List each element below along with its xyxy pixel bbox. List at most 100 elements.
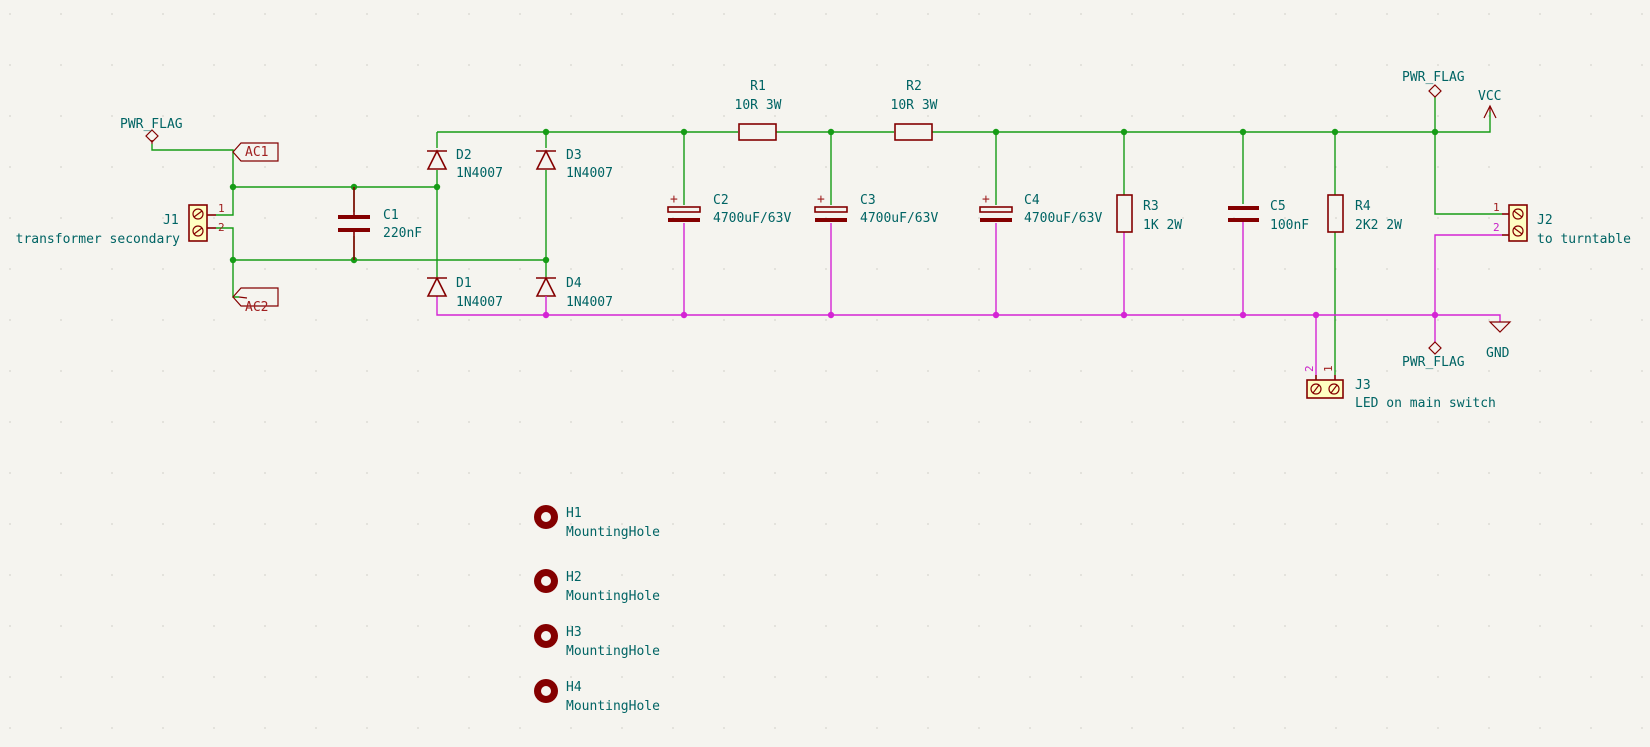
grid-dot xyxy=(1029,64,1031,66)
grid-dot xyxy=(927,421,929,423)
grid-dot xyxy=(9,64,11,66)
grid-dot xyxy=(417,217,419,219)
grid-dot xyxy=(1029,166,1031,168)
grid-dot xyxy=(264,472,266,474)
grid-dot xyxy=(1386,472,1388,474)
grid-dot xyxy=(9,625,11,627)
grid-dot xyxy=(417,268,419,270)
grid-dot xyxy=(825,727,827,729)
grid-dot xyxy=(60,370,62,372)
grid-dot xyxy=(1437,319,1439,321)
grid-dot xyxy=(621,13,623,15)
grid-dot xyxy=(1641,217,1643,219)
grid-dot xyxy=(315,574,317,576)
grid-dot xyxy=(468,676,470,678)
grid-dot xyxy=(1641,115,1643,117)
grid-dot xyxy=(1590,727,1592,729)
grid-dot xyxy=(825,625,827,627)
grid-dot xyxy=(1233,523,1235,525)
grid-dot xyxy=(621,523,623,525)
grid-dot xyxy=(468,217,470,219)
grid-dot xyxy=(1029,370,1031,372)
grid-dot xyxy=(1539,574,1541,576)
resistor-r4: R4 2K2 2W xyxy=(1327,194,1402,233)
grid-dot xyxy=(1437,574,1439,576)
grid-dot xyxy=(1233,625,1235,627)
grid-dot xyxy=(1080,421,1082,423)
grid-dot xyxy=(1437,13,1439,15)
net-label-ac1: AC1 xyxy=(232,142,279,162)
grid-dot xyxy=(1335,217,1337,219)
grid-dot xyxy=(621,166,623,168)
grid-dot xyxy=(366,13,368,15)
j2-value: to turntable xyxy=(1537,232,1631,247)
grid-dot xyxy=(1284,319,1286,321)
pwr-flag-ac-text: PWR_FLAG xyxy=(120,117,183,132)
ground-wires xyxy=(436,222,1502,375)
grid-dot xyxy=(264,523,266,525)
grid-dot xyxy=(1437,676,1439,678)
pwr-flag-ac: PWR_FLAG xyxy=(120,117,183,144)
grid-dot xyxy=(1284,13,1286,15)
grid-dot xyxy=(1029,217,1031,219)
grid-dot xyxy=(1182,268,1184,270)
grid-dot xyxy=(1080,370,1082,372)
grid-dot xyxy=(1080,319,1082,321)
grid-dot xyxy=(1182,115,1184,117)
grid-dot xyxy=(1437,370,1439,372)
grid-dot xyxy=(723,13,725,15)
grid-dot xyxy=(876,370,878,372)
grid-dot xyxy=(519,64,521,66)
grid-dot xyxy=(927,574,929,576)
grid-dot xyxy=(978,421,980,423)
grid-dot xyxy=(60,574,62,576)
grid-dot xyxy=(1080,115,1082,117)
grid-dot xyxy=(417,421,419,423)
grid-dot xyxy=(1641,472,1643,474)
grid-dot xyxy=(1284,217,1286,219)
diode-d2: D2 1N4007 xyxy=(426,148,503,181)
grid-dot xyxy=(570,217,572,219)
grid-dot xyxy=(9,115,11,117)
grid-dot xyxy=(876,421,878,423)
grid-dot xyxy=(1131,421,1133,423)
grid-dot xyxy=(723,217,725,219)
grid-dot xyxy=(1539,421,1541,423)
c1-value: 220nF xyxy=(383,226,422,241)
grid-dot xyxy=(1182,64,1184,66)
grid-dot xyxy=(468,64,470,66)
h4-ref: H4 xyxy=(566,680,582,695)
grid-dot xyxy=(774,727,776,729)
grid-dot xyxy=(1284,166,1286,168)
grid-dot xyxy=(60,727,62,729)
grid-dot xyxy=(1437,217,1439,219)
grid-dot xyxy=(111,676,113,678)
grid-dot xyxy=(1488,676,1490,678)
j3-value: LED on main switch xyxy=(1355,396,1496,411)
grid-dot xyxy=(60,523,62,525)
connector-j2: 1 2 J2 to turntable xyxy=(1493,201,1631,247)
grid-dot xyxy=(9,676,11,678)
grid-dot xyxy=(723,472,725,474)
j1-ref: J1 xyxy=(163,213,179,228)
grid-dot xyxy=(1182,574,1184,576)
grid-dot xyxy=(1182,370,1184,372)
grid-dot xyxy=(417,625,419,627)
grid-dot xyxy=(672,268,674,270)
grid-dot xyxy=(774,13,776,15)
grid-dot xyxy=(60,13,62,15)
grid-dot xyxy=(1539,13,1541,15)
grid-dot xyxy=(774,523,776,525)
grid-dot xyxy=(60,268,62,270)
connector-j3: 2 1 J3 LED on main switch xyxy=(1303,365,1496,411)
grid-dot xyxy=(1233,13,1235,15)
grid-dot xyxy=(162,676,164,678)
grid-dot xyxy=(1539,217,1541,219)
grid-dot xyxy=(1182,217,1184,219)
grid-dot xyxy=(366,115,368,117)
grid-dot xyxy=(264,268,266,270)
grid-dot xyxy=(723,319,725,321)
grid-dot xyxy=(723,115,725,117)
grid-dot xyxy=(1284,268,1286,270)
grid-dot xyxy=(111,625,113,627)
